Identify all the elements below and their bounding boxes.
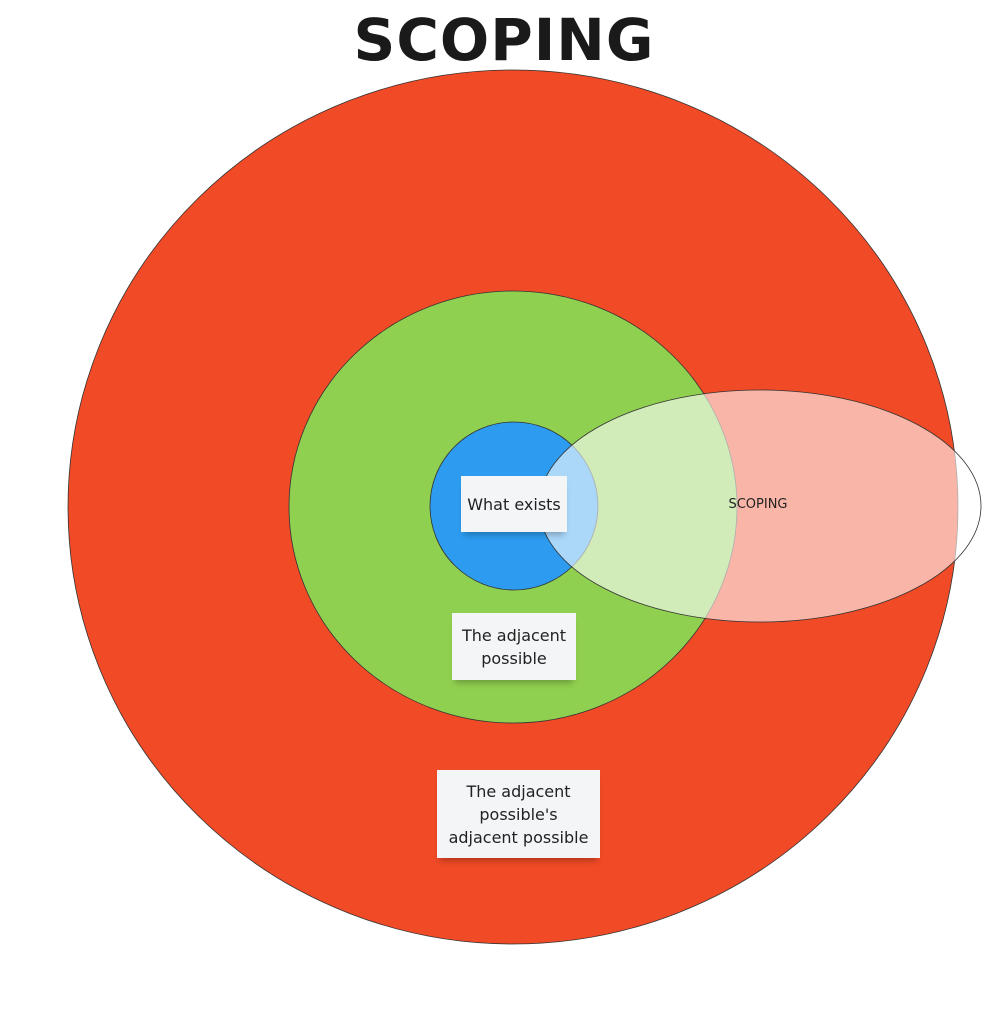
- note-what-exists-text: What exists: [467, 494, 561, 514]
- scoping-label: SCOPING: [728, 497, 788, 512]
- note-adjacent-adjacent-text: The adjacent possible's adjacent possibl…: [448, 781, 589, 847]
- note-adjacent-possible[interactable]: The adjacent possible: [452, 613, 576, 680]
- note-adjacent-adjacent-possible[interactable]: The adjacent possible's adjacent possibl…: [437, 770, 600, 858]
- diagram-title: SCOPING: [353, 6, 655, 74]
- note-what-exists[interactable]: What exists: [461, 476, 567, 532]
- note-adjacent-possible-text: The adjacent possible: [461, 625, 567, 668]
